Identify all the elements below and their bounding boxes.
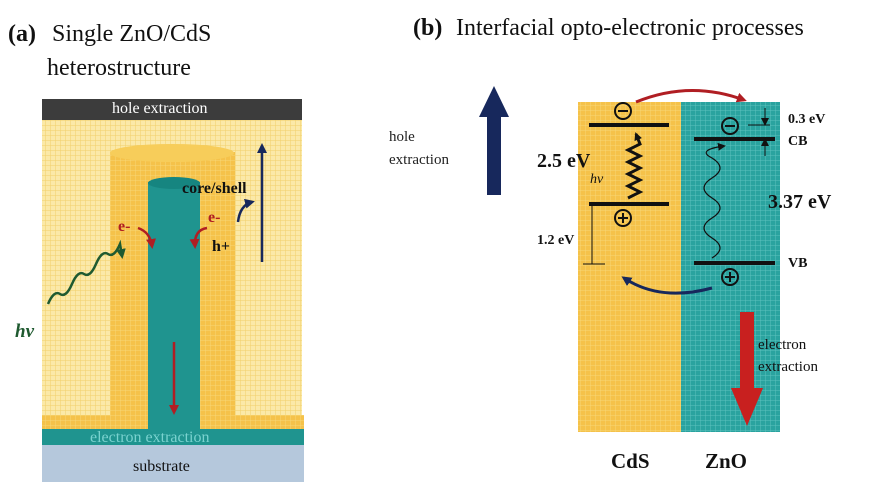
core-shell-label: core/shell: [182, 180, 247, 197]
cb-label: CB: [788, 134, 808, 149]
panel-b: [479, 86, 780, 432]
electron-transfer-arrow: [635, 88, 747, 104]
panel-a-title-line2: heterostructure: [47, 55, 191, 81]
hole-transfer-arrow: [236, 198, 255, 223]
photon-energy-label: hν: [15, 321, 34, 342]
hole-extraction-b-line2: extraction: [389, 152, 449, 168]
hole-extraction-label: hole extraction: [112, 100, 208, 117]
substrate-layer: [42, 445, 304, 482]
hole-label: h+: [212, 238, 231, 255]
cds-hole: [614, 209, 632, 227]
panel-a: [42, 99, 304, 482]
electron-injection-arrow-left: [137, 226, 156, 249]
hole-extraction-layer: [42, 99, 302, 120]
panel-b-title: Interfacial opto-electronic processes: [456, 15, 804, 41]
panel-a-title-line1: Single ZnO/CdS: [52, 21, 212, 47]
electron-label-left: e-: [118, 218, 131, 235]
cds-material-label: CdS: [611, 449, 650, 473]
cds-photon-wave: [624, 132, 644, 200]
hole-transfer-arrow-b: [621, 276, 713, 295]
electron-label-right: e-: [208, 209, 221, 226]
electron-injection-arrow-right: [189, 226, 208, 249]
vb-label: VB: [788, 256, 808, 271]
photon-wave: [46, 239, 126, 305]
vb-offset-label: 1.2 eV: [537, 233, 575, 248]
hole-extraction-big-arrow: [479, 86, 509, 195]
cb-offset-label: 0.3 eV: [788, 112, 826, 127]
cds-photon-label: hν: [590, 172, 604, 187]
zno-material-label: ZnO: [705, 449, 748, 473]
cds-region: [578, 102, 681, 432]
electron-extraction-layer: [42, 429, 304, 445]
shell-top: [110, 144, 234, 162]
electron-extraction-b-line2: extraction: [758, 359, 818, 375]
electron-extraction-big-arrow: [731, 312, 763, 426]
zno-electron: [721, 117, 739, 135]
cds-electron: [614, 102, 632, 120]
electron-extraction-b-line1: electron: [758, 337, 807, 353]
hole-extraction-b-line1: hole: [389, 129, 415, 145]
zno-bandgap-label: 3.37 eV: [768, 191, 832, 213]
substrate-label: substrate: [133, 458, 190, 475]
electron-extraction-label: electron extraction: [90, 429, 210, 446]
zno-region: [681, 102, 780, 432]
core-top: [148, 177, 200, 189]
zno-photon-wave: [703, 142, 726, 259]
cds-bandgap-label: 2.5 eV: [537, 150, 591, 172]
panel-a-label: (a): [8, 21, 36, 47]
zno-hole: [721, 268, 739, 286]
panel-b-label: (b): [413, 15, 443, 41]
